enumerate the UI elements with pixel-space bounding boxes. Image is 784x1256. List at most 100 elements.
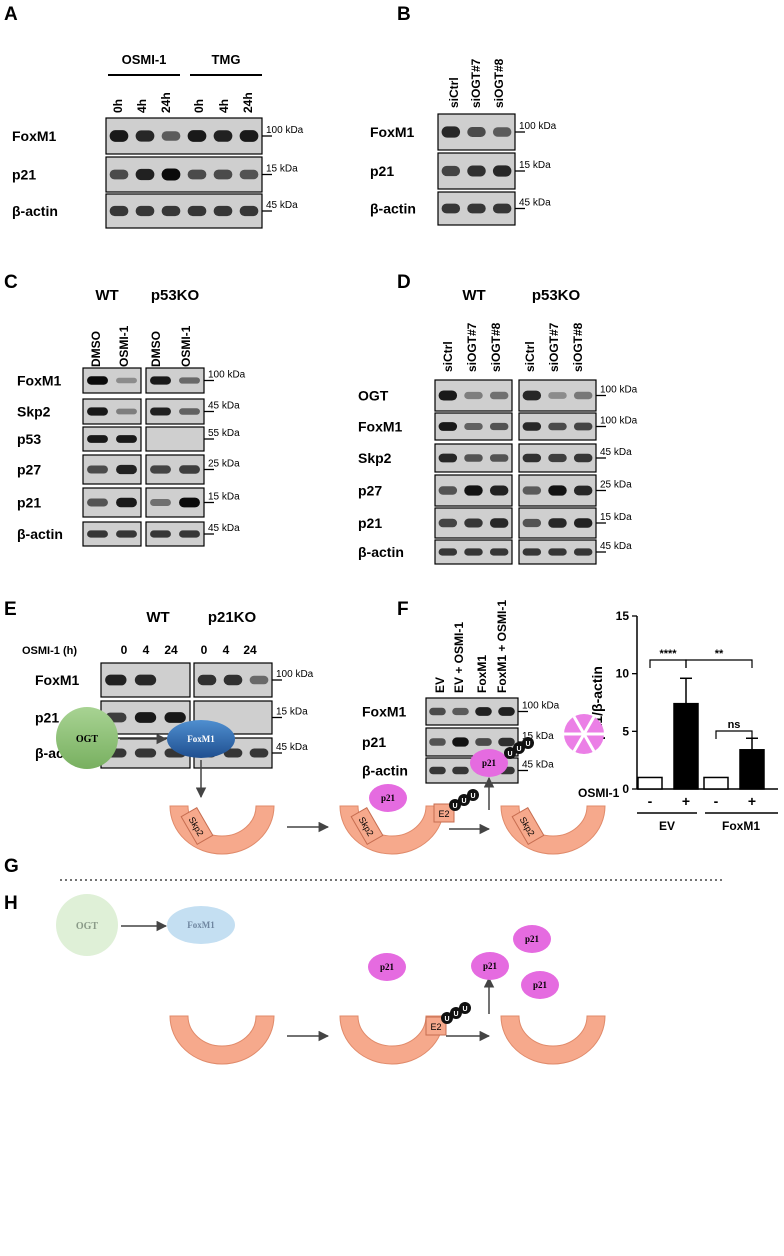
panel-letter-c: C [4,272,18,293]
panel-a-p21-band [161,168,181,181]
lane-label-0h: 0h [111,99,125,113]
ubiquitin-icon [522,737,534,749]
row-label-foxm1: FoxM1 [362,704,407,720]
lane-label: 24 [243,643,257,657]
panel-f-actin-band [452,766,469,775]
panel-a-actin-band [239,205,259,217]
panel-d-wt-p27-band [464,485,483,496]
group-label: FoxM1 [722,819,760,833]
lane-label-siogt-8: siOGT#8 [489,322,503,372]
panel-b-p21-band [492,165,512,177]
skp2-box [511,806,545,846]
y-tick-label: 5 [622,724,629,738]
bar-ev [673,702,699,790]
ubiquitin-mark: U [462,1006,467,1013]
lane-label-ev-osmi-1: EV + OSMI-1 [452,622,466,693]
panel-c-wt-skp2-band [87,407,108,416]
y-tick-label: 15 [616,609,630,623]
panel-a-p21-band [187,169,207,180]
lane-label-siogt-7: siOGT#7 [465,322,479,372]
lane-label-24h: 24h [159,92,173,113]
panel-c-p53ko-p21-band [179,497,200,508]
panel-c-wt-skp2-band [116,408,137,415]
marker-label: 45 kDa [208,401,240,412]
row-label-p21: p21 [17,495,41,511]
panel-a-actin-band [109,205,129,217]
panel-letter-h: H [4,893,18,914]
panel-a-foxm1-band [135,130,155,142]
panel-d-wt-ogt-band [464,391,483,400]
panel-c-p53ko-p53-strip [145,426,205,452]
panel-a-p21-band [135,168,155,181]
marker-label: 55 kDa [208,428,240,439]
group-label: WT [146,609,169,626]
e2-box [433,803,455,823]
panel-e-p21ko-actin-band [223,748,243,758]
panel-d-wt-actin-band [438,548,458,556]
panel-c-p53ko-p27-band [150,465,171,474]
marker-label: 100 kDa [522,701,560,712]
group-label: EV [659,819,675,833]
panel-e-wt-p21-band [164,712,186,723]
bar-foxm1 [739,749,765,790]
row-label-actin: β-actin [12,203,58,219]
panel-a-foxm1-band [213,130,233,142]
panel-a-foxm1-band [161,131,181,141]
panel-d-wt-actin-band [464,548,483,556]
panel-c-p53ko-skp2-band [179,408,200,415]
bar-ev [637,776,663,790]
marker-label: 45 kDa [519,198,551,209]
lane-label-dmso: DMSO [89,331,103,367]
ubiquitin-mark: U [516,746,521,753]
panel-d-p53ko-actin-band [573,548,593,556]
panel-b-p21-band [441,165,461,177]
panel-e-p21ko-foxm1-band [223,674,243,686]
panel-d-p53ko-skp2-band [522,453,542,463]
lane-label-osmi-1: OSMI-1 [179,325,193,367]
lane-label-sictrl: siCtrl [523,341,537,372]
row-label-foxm1: FoxM1 [17,373,62,389]
panel-b-foxm1-band [492,127,512,137]
panel-d-wt-skp2-band [464,454,483,462]
row-label-foxm1: FoxM1 [370,124,415,140]
lane-label-siogt-8: siOGT#8 [492,58,506,108]
row-label-skp2: Skp2 [358,450,392,466]
panel-a-actin-band [213,205,233,217]
lane-label: 0 [201,643,208,657]
lane-label-siogt-7: siOGT#7 [469,58,483,108]
osmi-sign: + [682,793,690,809]
ubiquitin-icon [467,789,479,801]
p21-protein [521,971,559,999]
lane-label-foxm1-osmi-1: FoxM1 + OSMI-1 [495,600,509,693]
significance-bracket [685,659,753,668]
lane-label-siogt-7: siOGT#7 [547,322,561,372]
ubiquitin-icon [441,1012,453,1024]
panel-d-wt-skp2-band [438,453,458,463]
ubiquitin-mark: U [470,793,475,800]
panel-c-wt-p21-band [87,498,108,507]
skp2-adaptor: Skp2 [511,806,545,846]
panel-a-actin-band [135,205,155,217]
marker-label: 45 kDa [276,742,308,753]
marker-label: 100 kDa [600,385,638,396]
ubiquitin-mark: U [452,803,457,810]
panel-f-foxm1-band [429,707,446,716]
panel-d-p53ko-p27-band [548,485,567,496]
foxm1-label: FoxM1 [187,920,215,930]
p21-label: p21 [483,961,498,971]
p21-protein [471,952,509,980]
panel-d-p53ko-foxm1-band [522,422,542,431]
panel-c-wt-p21-band [116,497,137,508]
panel-d-wt-p21-band [489,518,509,528]
burst-ray [572,715,586,735]
lane-label-foxm1: FoxM1 [475,655,489,693]
lane-label-4h: 4h [135,99,149,113]
row-label-p21: p21 [370,163,394,179]
significance-label: **** [659,648,677,660]
marker-label: 45 kDa [266,200,298,211]
